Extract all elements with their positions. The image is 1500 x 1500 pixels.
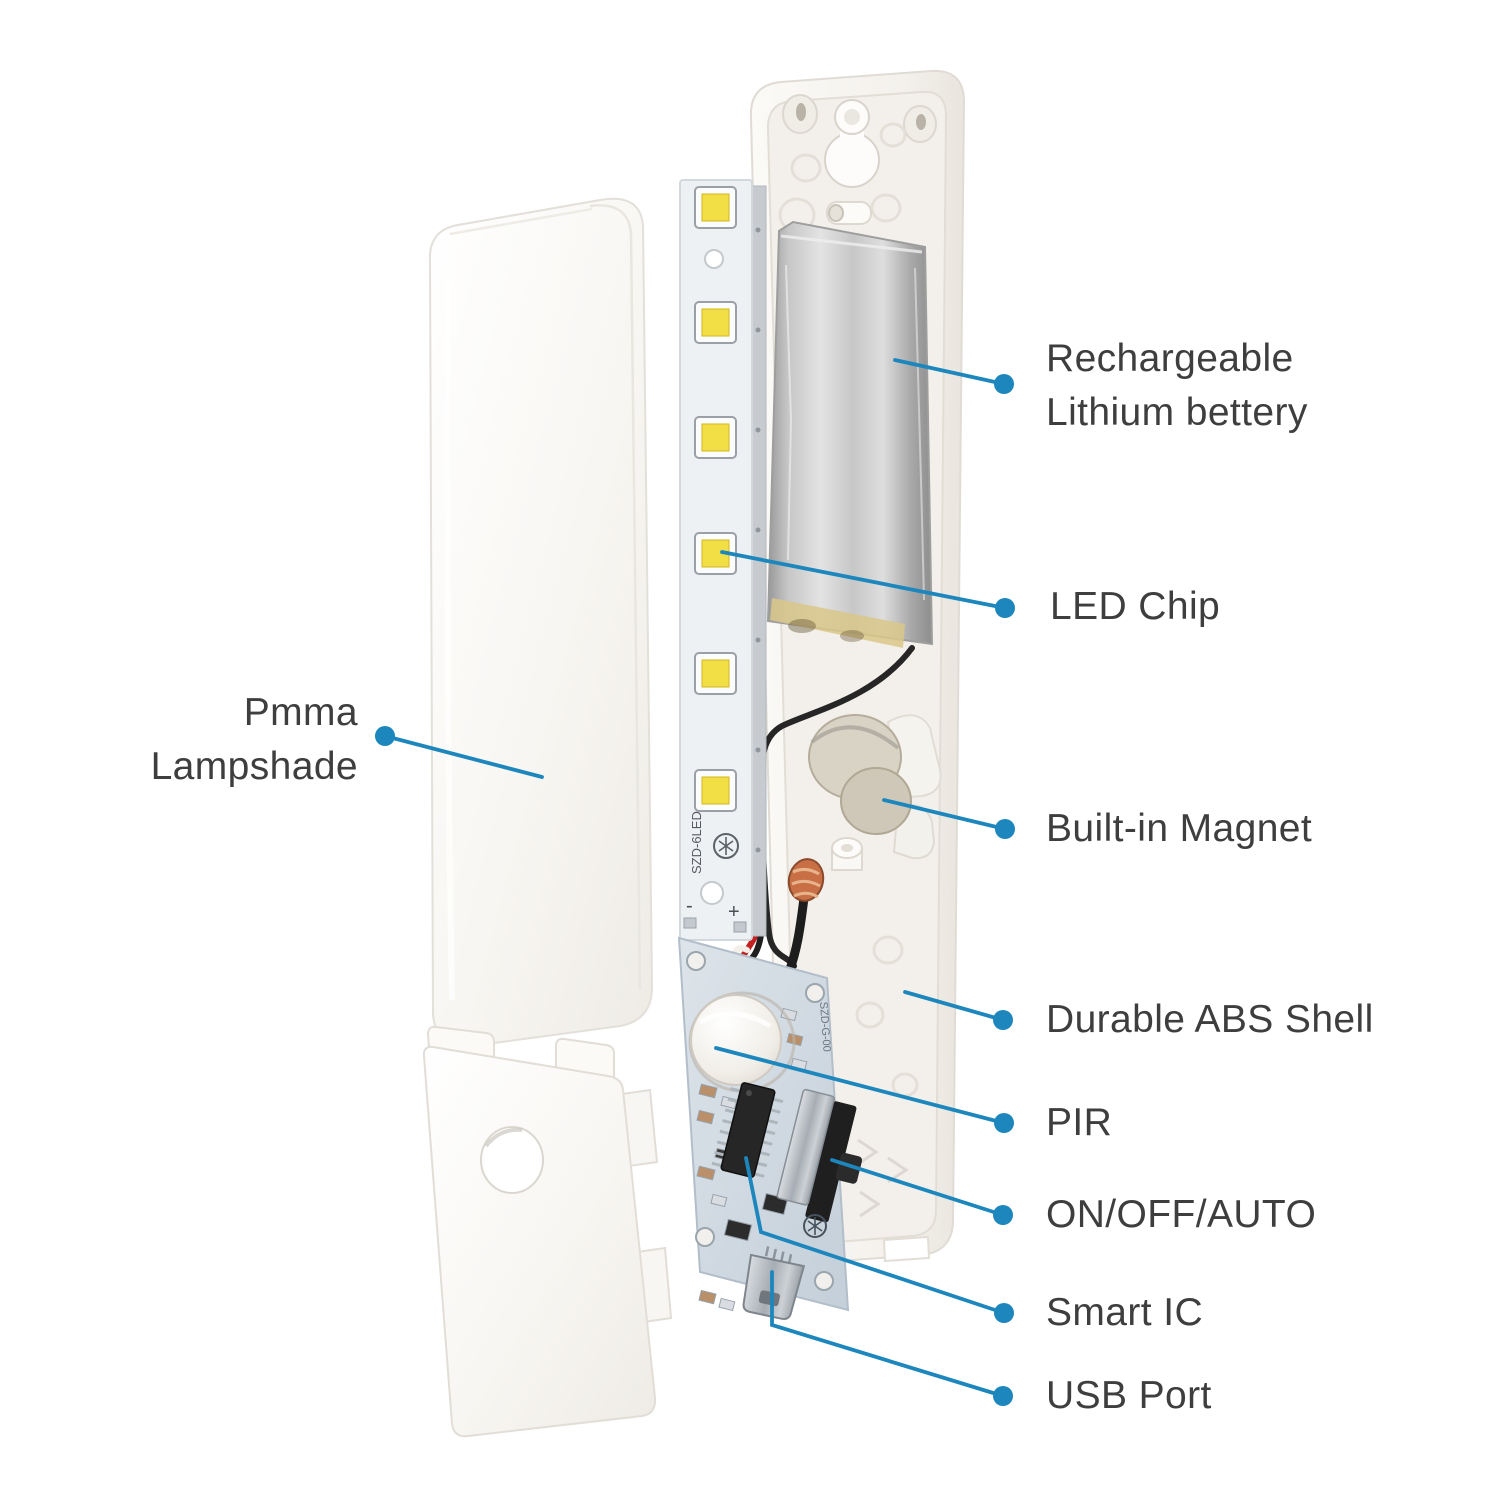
dot-lampshade	[375, 726, 395, 746]
label-usb: USB Port	[1046, 1374, 1212, 1417]
label-lampshade-line2: Lampshade	[150, 745, 358, 788]
dot-switch	[993, 1205, 1013, 1225]
pmma-lampshade	[428, 197, 654, 1048]
smart-ic	[711, 1082, 784, 1178]
dot-smart-ic	[994, 1303, 1014, 1323]
bracket-hole	[480, 1126, 544, 1194]
label-pir: PIR	[1046, 1101, 1113, 1144]
driver-pcb: SZD-G-00	[677, 936, 863, 1320]
dot-battery	[994, 374, 1014, 394]
label-magnet: Built-in Magnet	[1046, 807, 1313, 850]
led-strip: SZD-6LED - +	[679, 179, 767, 941]
leader-switch	[830, 1158, 1005, 1217]
leader-magnet	[882, 798, 1007, 831]
leader-shell	[903, 990, 1005, 1022]
led-chip	[694, 652, 737, 695]
lithium-battery	[766, 220, 934, 648]
screw-recess-left	[782, 94, 818, 134]
built-in-magnet	[808, 714, 942, 871]
leader-battery	[893, 358, 1006, 386]
standoff-post	[831, 837, 863, 871]
label-led-chip: LED Chip	[1050, 585, 1221, 628]
polarity-plus: +	[728, 901, 740, 923]
lampshade-bevel	[589, 204, 642, 991]
led-chips	[694, 186, 737, 812]
leader-lampshade	[383, 734, 544, 779]
led-chip	[694, 769, 737, 812]
pcb-logo	[803, 1214, 827, 1238]
pir-sensor	[688, 991, 796, 1093]
photoresistor	[787, 858, 825, 902]
ldr-stem	[784, 893, 809, 977]
led-chip	[694, 416, 737, 459]
leader-lines	[383, 358, 1007, 1398]
dot-pir	[994, 1113, 1014, 1133]
screw-recess-right	[903, 105, 937, 143]
leader-pir	[714, 1046, 1006, 1125]
bracket-plate	[422, 1045, 657, 1438]
label-mode-switch: ON/OFF/AUTO	[1046, 1193, 1317, 1236]
shell-bottom-notch	[882, 1235, 931, 1263]
led-chip	[694, 301, 737, 344]
lampshade-body	[428, 197, 654, 1048]
led-chip	[694, 186, 737, 229]
strip-logo	[713, 833, 739, 859]
leader-dots	[375, 374, 1015, 1406]
strip-marking: SZD-6LED	[689, 811, 704, 874]
dot-magnet	[995, 819, 1015, 839]
smd-components	[696, 1007, 808, 1312]
label-shell: Durable ABS Shell	[1046, 998, 1374, 1041]
label-lampshade: Pmma Lampshade	[151, 686, 358, 794]
label-battery-line1: Rechargeable	[1046, 337, 1294, 380]
label-lampshade-line1: Pmma	[243, 691, 358, 734]
battery-pouch	[766, 220, 934, 646]
wire-post	[826, 201, 872, 225]
polarity-minus: -	[686, 895, 693, 917]
label-battery-line2: Lithium bettery	[1046, 391, 1308, 434]
dot-shell	[993, 1010, 1013, 1030]
keyhole-mount	[824, 99, 880, 188]
label-battery: Rechargeable Lithium bettery	[1046, 332, 1308, 440]
pcb-marking: SZD-G-00	[817, 1001, 832, 1052]
mounting-bracket	[422, 1025, 673, 1438]
strip-hole-top	[704, 249, 724, 269]
dot-usb	[993, 1386, 1013, 1406]
pcb-holes	[686, 951, 834, 1291]
battery-tape	[770, 598, 905, 648]
mode-switch	[776, 1088, 863, 1223]
leader-led-chip	[720, 550, 1007, 610]
strip-hole-bottom	[700, 881, 724, 905]
leader-usb	[770, 1270, 1005, 1398]
label-smart-ic: Smart IC	[1046, 1291, 1204, 1334]
led-chip	[694, 532, 737, 575]
dot-led-chip	[995, 598, 1015, 618]
magnet-disc-lower	[840, 767, 912, 835]
leader-smart-ic	[744, 1156, 1006, 1315]
